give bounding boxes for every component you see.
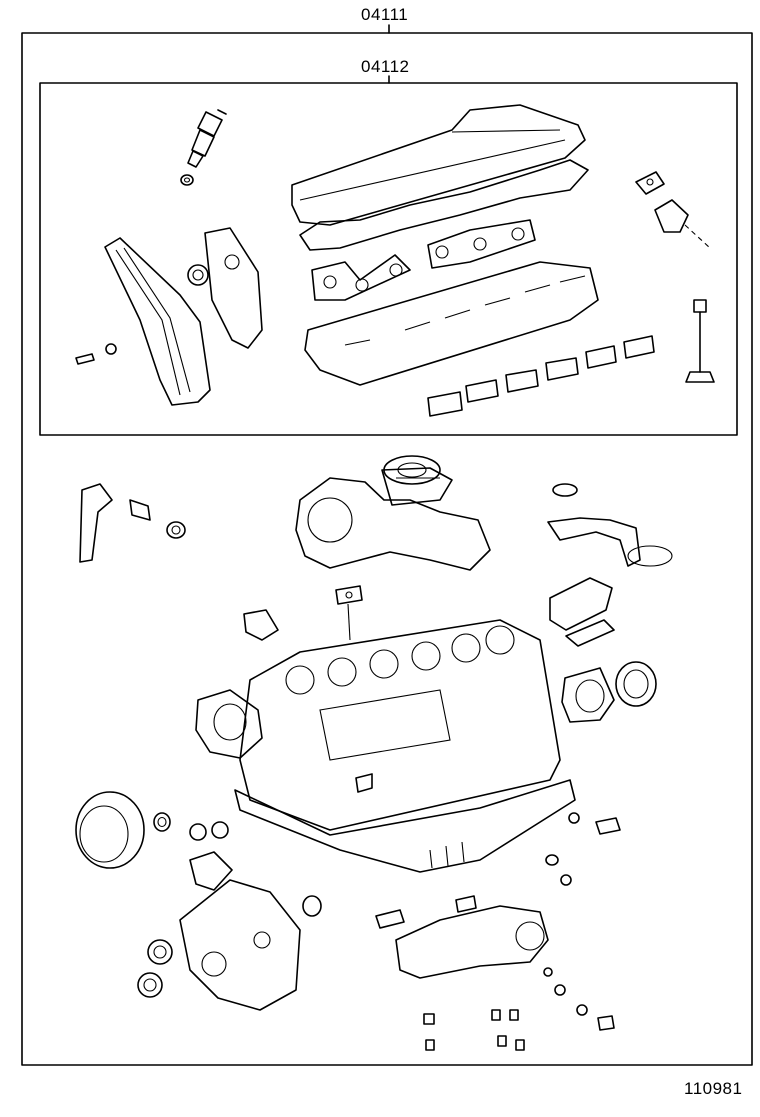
camshaft-oil-seal[interactable] [187,264,209,286]
timing-gear-case[interactable] [179,879,301,1011]
crank-pulley[interactable] [75,791,145,869]
cover-gasket[interactable] [204,227,263,349]
exhaust-manifold-gasket-set[interactable] [427,335,655,417]
small-gasket-right[interactable] [552,483,578,497]
oil-pan-drain-plug-gasket[interactable] [355,773,373,793]
plug-tube-gasket[interactable] [654,199,711,249]
cylinder-block[interactable] [239,619,561,831]
o-ring-pair[interactable] [189,821,229,841]
cylinder-head-gasket[interactable] [304,261,599,386]
oil-pan[interactable] [234,779,576,873]
case-gasket-ring[interactable] [302,895,322,917]
illustration-number: 110981 [684,1079,743,1098]
timing-case-gasket[interactable] [189,851,233,891]
drain-plug[interactable] [595,817,621,835]
rear-crankshaft-oil-seal[interactable] [615,661,657,707]
oil-seal-large-lower[interactable] [147,939,173,965]
bolts-lower[interactable] [423,967,615,1051]
filter-bracket-gasket[interactable] [243,609,279,641]
front-oil-seal[interactable] [153,812,171,832]
front-water-gasket[interactable] [195,689,263,759]
oil-drain-pipe-right[interactable] [547,517,673,567]
oil-pipe-left[interactable] [79,483,113,563]
turbo-outlet-gasket[interactable] [383,455,441,485]
small-washers[interactable] [545,812,580,886]
cylinder-head-cover[interactable] [291,104,586,226]
rear-oil-seal-retainer[interactable] [561,667,615,723]
injector-seat-washer[interactable] [180,174,194,186]
timing-belt-cover[interactable] [104,237,211,406]
injector-nozzle[interactable] [187,109,227,168]
cover-bolt[interactable] [75,343,117,365]
head-cover-gasket[interactable] [299,159,589,251]
oil-seal-lower-left[interactable] [137,972,163,998]
valve[interactable] [685,299,715,383]
manifold-gasket-small[interactable] [375,895,477,929]
exhaust-manifold[interactable] [395,905,549,979]
turbo-oil-line-gasket[interactable] [335,585,363,641]
outer-kit-frame [21,32,753,1066]
inner-kit-part-number[interactable]: 04112 [361,57,410,76]
valve-stem-seal[interactable] [635,171,665,195]
intake-manifold-gasket[interactable] [311,219,536,301]
union-bolt[interactable] [129,499,151,521]
oil-seal-ring-small[interactable] [166,521,186,539]
turbocharger[interactable] [295,467,491,571]
outer-kit-part-number[interactable]: 04111 [361,5,409,24]
water-outlet-gasket[interactable] [549,577,615,647]
